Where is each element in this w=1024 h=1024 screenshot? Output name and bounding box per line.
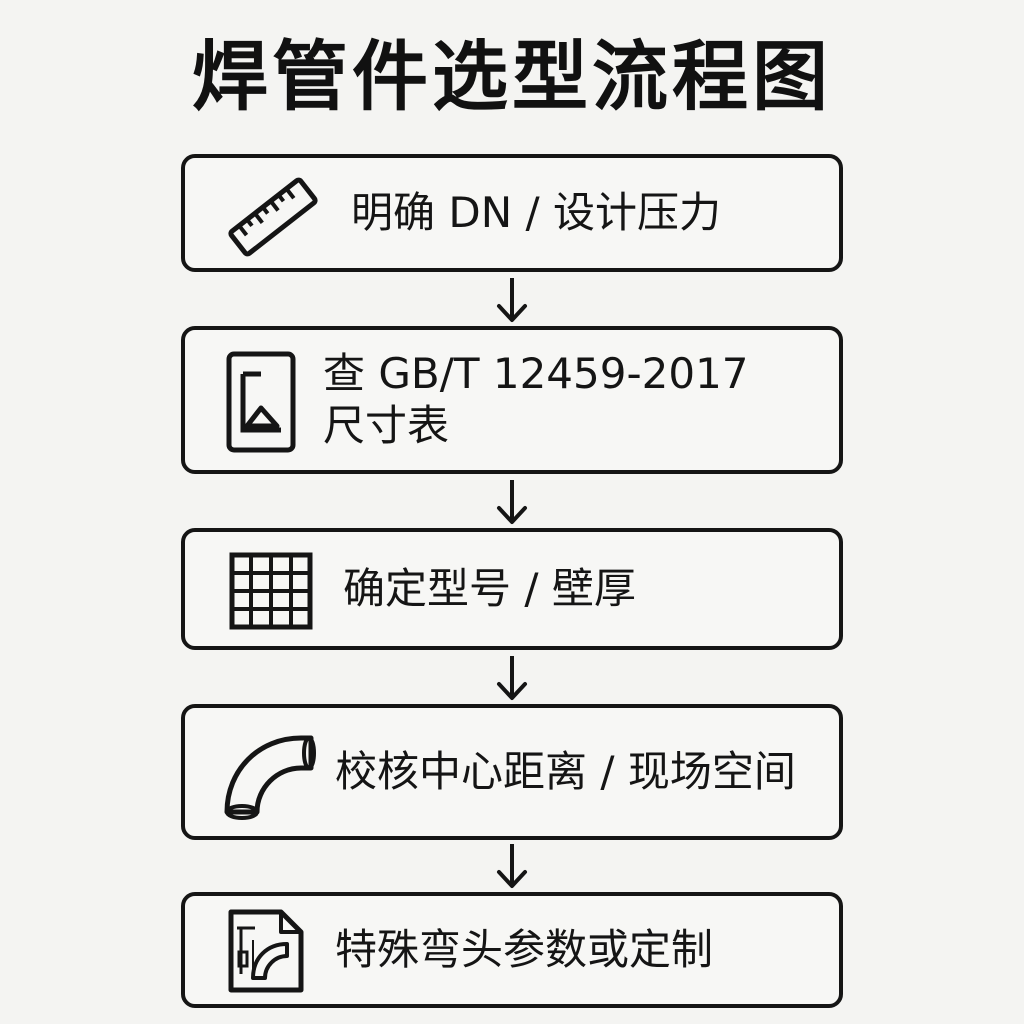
grid-table-icon [229,552,313,630]
ruler-icon [228,177,318,257]
step-label: 校核中心距离 / 现场空间 [335,747,796,796]
elbow-drawing-document-icon [228,909,304,993]
step-label: 查 GB/T 12459-2017 尺寸表 [323,349,749,450]
document-chart-icon [226,351,296,453]
step-label: 特殊弯头参数或定制 [335,925,714,974]
flow-arrow [497,656,527,700]
elbow-pipe-icon [224,735,316,820]
step-special-elbow-custom: 特殊弯头参数或定制 [181,892,843,1008]
step-define-dn-pressure: 明确 DN / 设计压力 [181,154,843,272]
flow-arrow [497,844,527,888]
step-label: 确定型号 / 壁厚 [343,564,636,613]
flow-arrow [497,278,527,322]
page-title: 焊管件选型流程图 [192,32,832,121]
step-check-standard-table: 查 GB/T 12459-2017 尺寸表 [181,326,843,474]
step-verify-center-distance: 校核中心距离 / 现场空间 [181,704,843,840]
flow-arrow [497,480,527,524]
step-determine-model-thickness: 确定型号 / 壁厚 [181,528,843,650]
step-label: 明确 DN / 设计压力 [351,188,721,237]
